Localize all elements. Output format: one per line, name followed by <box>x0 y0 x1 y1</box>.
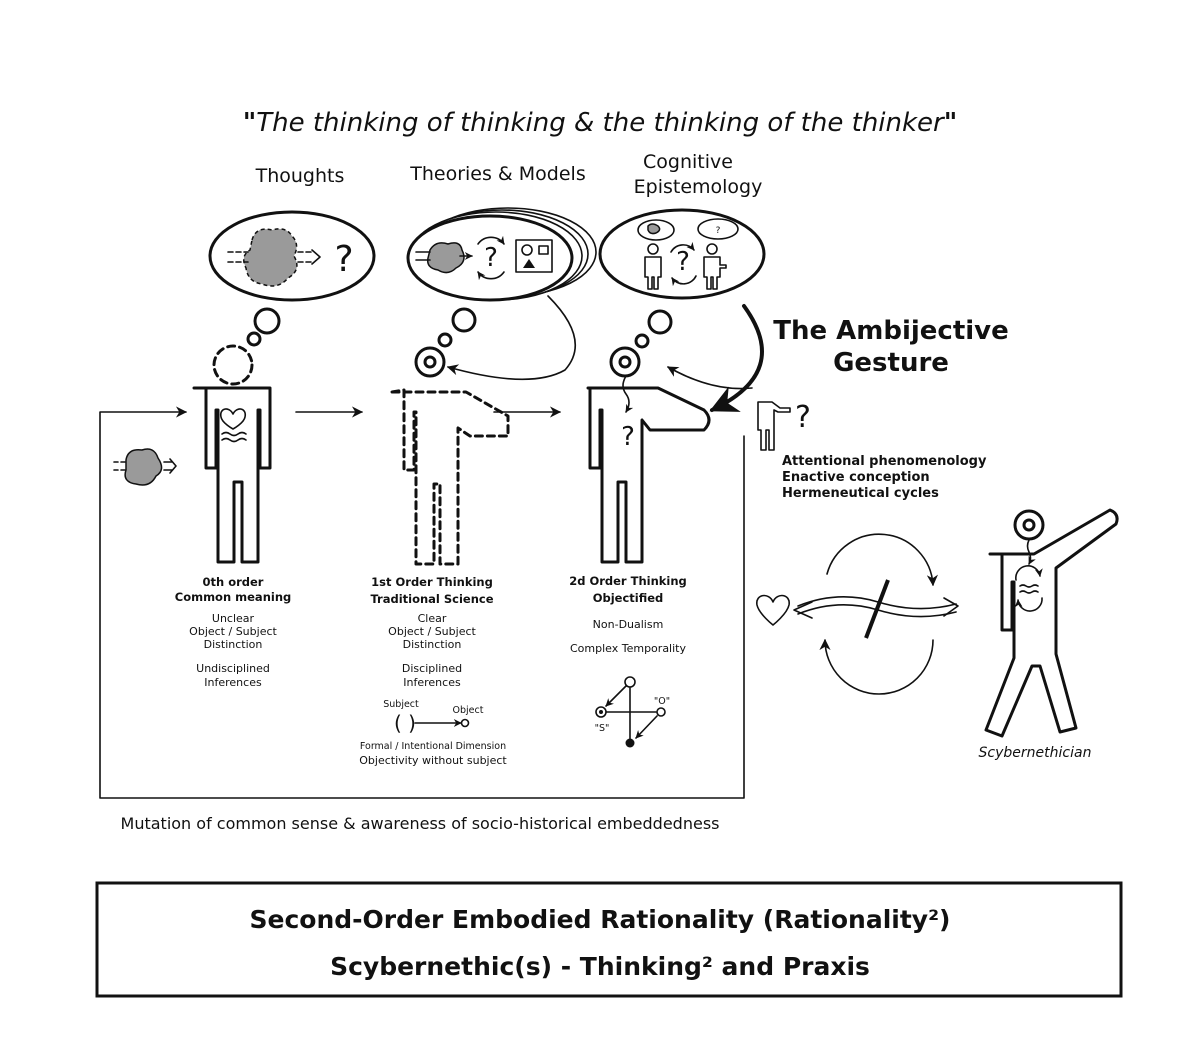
stage1-title1: 1st Order Thinking <box>371 575 493 589</box>
epistemology-label: Epistemology <box>634 176 763 198</box>
svg-text:( ): ( ) <box>394 711 416 735</box>
heart-icon <box>756 594 790 626</box>
stage1-line: Distinction <box>403 638 462 651</box>
side-list-item: Enactive conception <box>782 470 930 485</box>
figure-0th-order <box>192 386 272 564</box>
thoughts-bubble: ? <box>208 210 376 386</box>
stage0-line: Undisciplined <box>196 662 270 675</box>
object-label: Object <box>453 705 484 716</box>
figure-1st-order <box>390 346 510 566</box>
pointing-figure: ? <box>757 400 811 451</box>
cognitive-epistemology-bubble: ? ? <box>598 208 766 300</box>
objectivity-caption: Objectivity without subject <box>359 754 507 767</box>
theories-feedback-arrow <box>446 295 577 381</box>
gesture-title-line2: Gesture <box>833 348 949 378</box>
ambijective-gesture-arrow <box>709 304 764 412</box>
theory-question-mark: ? <box>484 243 498 273</box>
second-order-diagram: "O" "S" <box>595 676 670 748</box>
stage0-title1: 0th order <box>203 575 264 589</box>
gesture-title-line1: The Ambijective <box>773 316 1009 346</box>
cognitive-question-mark: ? <box>676 247 690 277</box>
head-feedback-arrow <box>667 366 753 390</box>
heart-cycle <box>756 533 959 695</box>
side-list-item: Hermeneutical cycles <box>782 486 939 501</box>
dashed-head-0 <box>212 344 254 386</box>
stage0-title2: Common meaning <box>175 590 292 604</box>
stage2-title1: 2d Order Thinking <box>569 574 687 588</box>
conclusion-line2: Scybernethic(s) - Thinking² and Praxis <box>330 952 870 981</box>
scybernethician-figure <box>984 508 1119 738</box>
stage2-title2: Objectified <box>593 591 664 605</box>
figure2-question-mark: ? <box>621 422 635 452</box>
subject-label: Subject <box>383 699 419 710</box>
stage1-title2: Traditional Science <box>370 592 493 606</box>
incoming-perception <box>113 448 177 486</box>
o-label: "O" <box>654 696 670 707</box>
cognitive-label: Cognitive <box>643 151 733 173</box>
scybernethician-label: Scybernethician <box>979 745 1092 761</box>
stage1-line: Disciplined <box>402 662 462 675</box>
stage2-line: Non-Dualism <box>593 618 664 631</box>
stage0-line: Distinction <box>204 638 263 651</box>
figure-2nd-order: ? <box>586 346 711 564</box>
stage1-line: Object / Subject <box>388 625 476 638</box>
svg-text:?: ? <box>716 226 721 236</box>
stage1-line: Clear <box>418 612 447 625</box>
conclusion-box <box>95 881 1123 998</box>
thought-question-mark: ? <box>334 239 353 280</box>
stage0-line: Unclear <box>212 612 255 625</box>
feedback-loop <box>99 406 745 799</box>
side-list-item: Attentional phenomenology <box>782 454 987 469</box>
thoughts-label: Thoughts <box>255 165 345 187</box>
theories-models-label: Theories & Models <box>409 163 585 185</box>
stage0-line: Object / Subject <box>189 625 277 638</box>
theories-bubble: ? <box>406 207 597 302</box>
title-quote: "The thinking of thinking & the thinking… <box>243 108 958 138</box>
subject-object-diagram: Subject Object ( ) Formal / Intentional … <box>359 699 507 767</box>
stage1-line: Inferences <box>403 676 461 689</box>
footer-note: Mutation of common sense & awareness of … <box>121 814 720 833</box>
pointing-question-mark: ? <box>795 400 811 435</box>
formal-caption: Formal / Intentional Dimension <box>360 741 506 752</box>
conclusion-line1: Second-Order Embodied Rationality (Ratio… <box>250 905 951 934</box>
stage2-line: Complex Temporality <box>570 642 686 655</box>
stage0-line: Inferences <box>204 676 262 689</box>
s-label: "S" <box>595 723 610 734</box>
